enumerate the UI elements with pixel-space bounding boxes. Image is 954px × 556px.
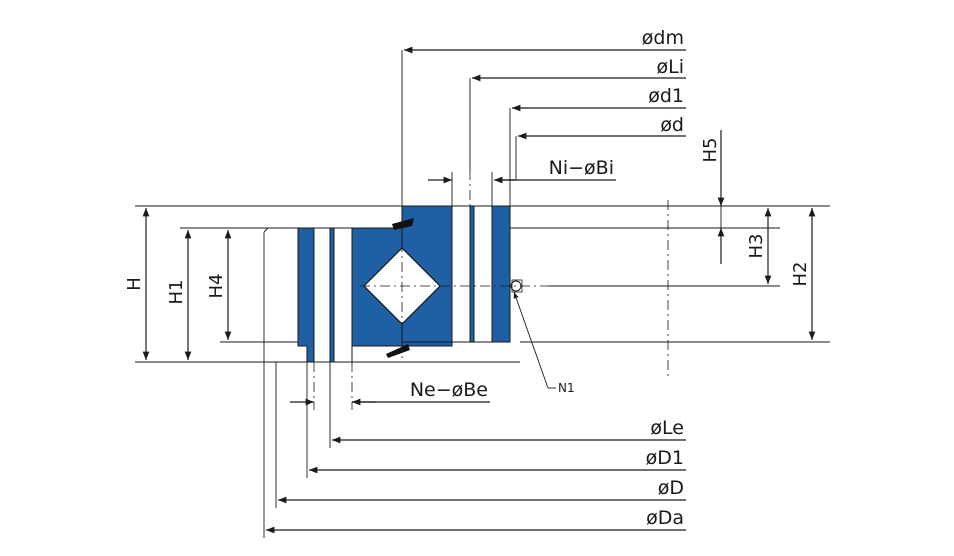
top-dimensions: ødm øLi ød1 ød Ni−øBi: [404, 27, 686, 206]
inner-bolt-hole-2: [473, 205, 493, 343]
label-N1: N1: [558, 381, 575, 395]
label-NeBe: Ne−øBe: [410, 379, 488, 401]
label-d: ød: [660, 114, 684, 136]
label-H5: H5: [700, 138, 721, 163]
diameter-extension-lines: [263, 50, 517, 538]
label-H1: H1: [166, 280, 187, 305]
label-dm: ødm: [642, 27, 684, 49]
bottom-dimensions: Ne−øBe øLe øD1 øD øDa: [266, 379, 686, 534]
label-Da: øDa: [646, 507, 684, 529]
right-height-dimensions: H5 H3 H2: [700, 130, 816, 340]
label-H: H: [124, 277, 145, 291]
outer-bolt-hole: [313, 227, 331, 363]
label-Le: øLe: [650, 417, 684, 439]
label-D: øD: [658, 477, 684, 499]
label-D1: øD1: [646, 447, 684, 469]
label-H4: H4: [206, 274, 227, 299]
outer-bolt-hole-2: [333, 227, 353, 363]
seal-bottom: [386, 344, 410, 358]
seal-top: [392, 218, 414, 230]
label-Li: øLi: [657, 56, 685, 78]
extension-lines: [135, 205, 830, 363]
N1-callout: N1: [513, 291, 575, 395]
bearing-cross-section: [263, 205, 523, 363]
label-H3: H3: [746, 234, 767, 259]
label-H2: H2: [790, 262, 811, 287]
inner-bolt-hole: [451, 205, 471, 343]
label-NiBi: Ni−øBi: [549, 157, 614, 179]
left-height-dimensions: H H1 H4: [124, 207, 232, 360]
label-d1: ød1: [648, 85, 684, 107]
